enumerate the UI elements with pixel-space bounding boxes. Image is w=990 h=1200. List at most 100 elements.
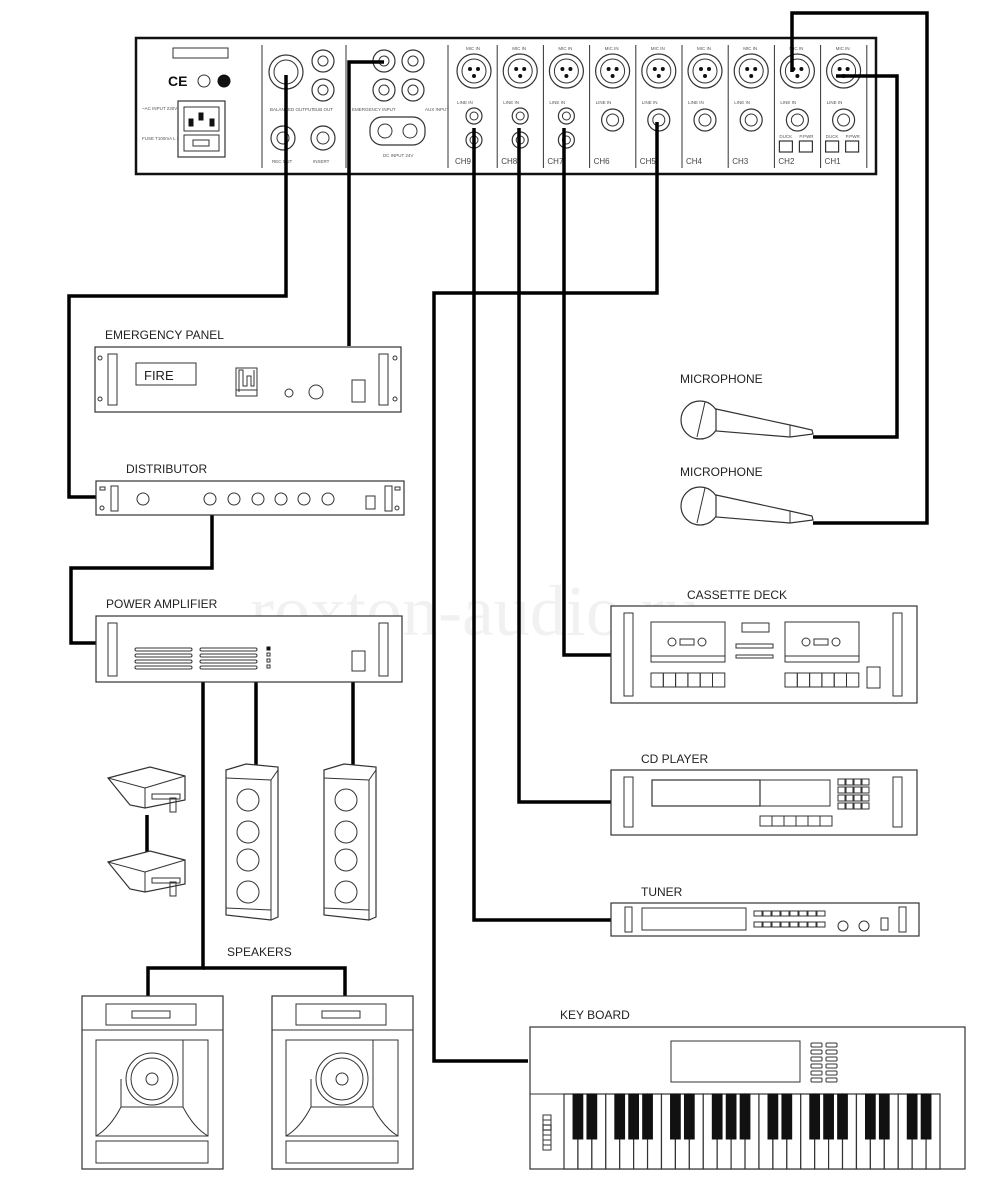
volume-knob[interactable] bbox=[858, 920, 870, 932]
preset-button[interactable] bbox=[753, 910, 763, 917]
line-in-r-jack[interactable] bbox=[557, 131, 576, 149]
line-in-l-jack[interactable] bbox=[465, 107, 483, 125]
power-switch[interactable] bbox=[866, 666, 881, 689]
black-key[interactable] bbox=[906, 1093, 918, 1140]
preset-buttons[interactable] bbox=[753, 910, 826, 928]
line-in-jack[interactable] bbox=[647, 108, 671, 132]
line-in-jack[interactable] bbox=[739, 108, 763, 132]
slider-segment[interactable] bbox=[542, 1144, 552, 1151]
black-key[interactable] bbox=[725, 1093, 737, 1140]
sub-out-jack-1[interactable] bbox=[311, 49, 335, 73]
preset-button[interactable] bbox=[807, 921, 817, 928]
preset-button[interactable] bbox=[816, 921, 826, 928]
pitch-wheel[interactable] bbox=[542, 1114, 552, 1151]
keypad-button[interactable] bbox=[853, 786, 862, 794]
volume-knob[interactable] bbox=[308, 384, 324, 400]
preset-button[interactable] bbox=[816, 910, 826, 917]
keypad-button[interactable] bbox=[845, 802, 854, 810]
line-in-jack[interactable] bbox=[785, 108, 810, 132]
black-key[interactable] bbox=[572, 1093, 584, 1140]
keypad-button[interactable] bbox=[845, 794, 854, 802]
black-key[interactable] bbox=[781, 1093, 793, 1140]
keypad-button[interactable] bbox=[837, 794, 846, 802]
keypad-button[interactable] bbox=[853, 778, 862, 786]
transport-button[interactable] bbox=[712, 672, 726, 688]
preset-button[interactable] bbox=[771, 910, 781, 917]
keypad-button[interactable] bbox=[853, 794, 862, 802]
tuning-knob[interactable] bbox=[837, 920, 849, 932]
black-key[interactable] bbox=[878, 1093, 890, 1140]
black-key[interactable] bbox=[837, 1093, 848, 1140]
insert-jack[interactable] bbox=[310, 125, 336, 151]
black-key[interactable] bbox=[614, 1093, 626, 1140]
keyboard-buttons[interactable] bbox=[810, 1042, 838, 1083]
zone-knob-3[interactable] bbox=[251, 492, 265, 506]
duck-switch[interactable] bbox=[778, 140, 794, 153]
keyboard-button[interactable] bbox=[810, 1070, 823, 1076]
mode-buttons[interactable] bbox=[735, 654, 774, 659]
black-key[interactable] bbox=[711, 1093, 723, 1140]
zone-knob-4[interactable] bbox=[274, 492, 288, 506]
keypad-button[interactable] bbox=[853, 802, 862, 810]
transport-button[interactable] bbox=[846, 672, 860, 688]
mode-buttons[interactable] bbox=[735, 643, 774, 649]
keyboard-button[interactable] bbox=[825, 1049, 838, 1055]
slider-segment[interactable] bbox=[542, 1124, 552, 1131]
line-in-jack[interactable] bbox=[600, 108, 625, 132]
transport-buttons-left[interactable] bbox=[650, 672, 726, 688]
numeric-keypad[interactable] bbox=[837, 778, 870, 810]
zone-knob-1[interactable] bbox=[203, 492, 217, 506]
black-key[interactable] bbox=[586, 1093, 598, 1140]
zone-knob-2[interactable] bbox=[227, 492, 241, 506]
power-switch[interactable] bbox=[351, 650, 366, 672]
input-knob[interactable] bbox=[136, 492, 150, 506]
preset-button[interactable] bbox=[780, 910, 790, 917]
keypad-button[interactable] bbox=[861, 778, 870, 786]
black-key[interactable] bbox=[920, 1093, 932, 1140]
keypad-button[interactable] bbox=[861, 786, 870, 794]
keyboard-button[interactable] bbox=[825, 1056, 838, 1062]
rec-out-jack[interactable] bbox=[270, 125, 296, 151]
zone-knob-6[interactable] bbox=[321, 492, 335, 506]
phantom-power-switch[interactable] bbox=[798, 140, 814, 153]
transport-buttons-right[interactable] bbox=[784, 672, 860, 688]
piano-keys[interactable] bbox=[563, 1093, 941, 1170]
disc-tray[interactable] bbox=[651, 779, 761, 807]
keypad-button[interactable] bbox=[837, 778, 846, 786]
black-key[interactable] bbox=[809, 1093, 821, 1140]
keypad-button[interactable] bbox=[861, 794, 870, 802]
power-switch[interactable] bbox=[351, 379, 366, 403]
preset-button[interactable] bbox=[789, 910, 799, 917]
fuse-holder[interactable] bbox=[183, 134, 220, 152]
black-key[interactable] bbox=[642, 1093, 653, 1140]
keyboard-button[interactable] bbox=[810, 1042, 823, 1048]
preset-button[interactable] bbox=[762, 910, 772, 917]
power-switch[interactable] bbox=[365, 495, 376, 510]
keypad-button[interactable] bbox=[837, 802, 846, 810]
black-key[interactable] bbox=[767, 1093, 779, 1140]
phantom-power-switch[interactable] bbox=[844, 140, 860, 153]
iec-power-socket[interactable] bbox=[177, 100, 226, 158]
keyboard-button[interactable] bbox=[810, 1056, 823, 1062]
transport-button[interactable] bbox=[819, 815, 833, 827]
aux-input-jack-2[interactable] bbox=[401, 78, 425, 102]
line-in-l-jack[interactable] bbox=[557, 107, 576, 125]
keypad-button[interactable] bbox=[861, 802, 870, 810]
preset-button[interactable] bbox=[762, 921, 772, 928]
black-key[interactable] bbox=[683, 1093, 695, 1140]
preset-button[interactable] bbox=[798, 921, 808, 928]
keypad-button[interactable] bbox=[845, 786, 854, 794]
preset-button[interactable] bbox=[771, 921, 781, 928]
duck-switch[interactable] bbox=[824, 140, 840, 153]
black-key[interactable] bbox=[864, 1093, 876, 1140]
line-in-l-jack[interactable] bbox=[511, 107, 529, 125]
keypad-button[interactable] bbox=[845, 778, 854, 786]
sub-out-jack-2[interactable] bbox=[311, 78, 335, 102]
power-switch[interactable] bbox=[880, 917, 889, 931]
zone-knob-5[interactable] bbox=[297, 492, 311, 506]
keyboard-button[interactable] bbox=[825, 1077, 838, 1083]
transport-buttons[interactable] bbox=[759, 815, 833, 827]
fire-switch-icon[interactable] bbox=[235, 367, 258, 397]
line-in-jack[interactable] bbox=[831, 108, 856, 132]
keypad-button[interactable] bbox=[837, 786, 846, 794]
